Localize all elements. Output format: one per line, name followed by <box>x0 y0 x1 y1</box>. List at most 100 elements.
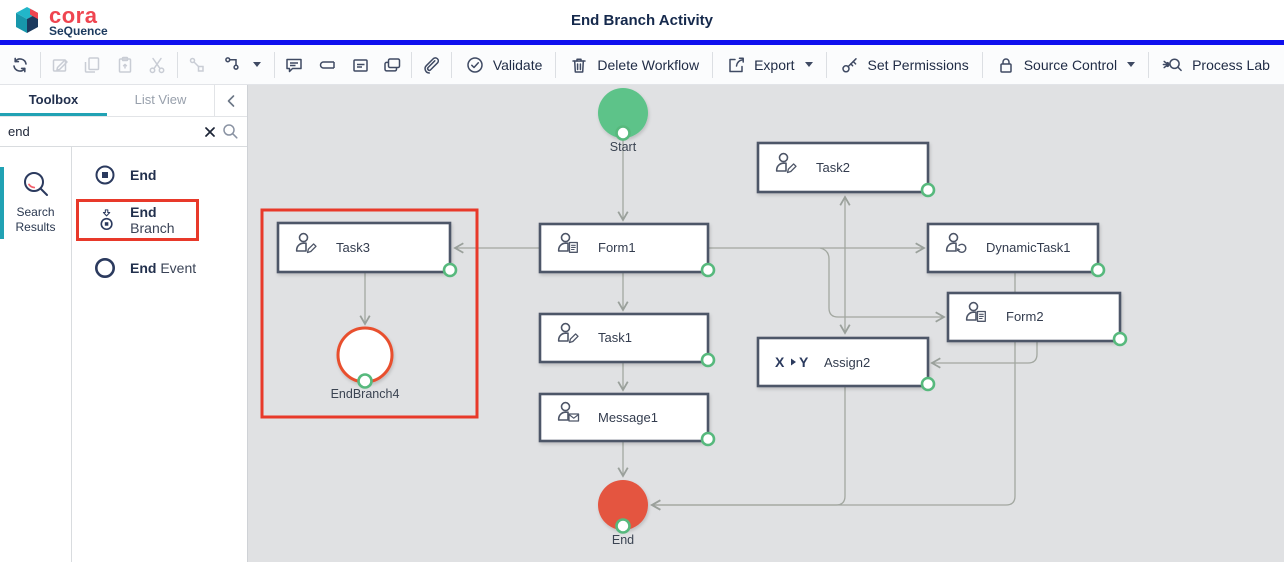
toolbar-separator <box>712 51 714 78</box>
validate-button[interactable]: Validate <box>455 45 553 85</box>
port[interactable] <box>700 352 716 368</box>
end-event-icon <box>95 258 115 278</box>
port[interactable] <box>700 431 716 447</box>
delete-workflow-label: Delete Workflow <box>597 56 700 73</box>
node-label: Task1 <box>598 330 632 345</box>
link-tool-button[interactable] <box>181 45 214 85</box>
node-end[interactable]: End <box>598 480 648 547</box>
port[interactable] <box>615 125 631 141</box>
edit-icon <box>52 58 68 72</box>
refresh-button[interactable] <box>4 45 37 85</box>
validate-label: Validate <box>492 56 543 73</box>
tab-toolbox[interactable]: Toolbox <box>0 85 107 116</box>
app-header: cora SeQuence End Branch Activity <box>0 0 1284 40</box>
node-start[interactable]: Start <box>598 88 648 154</box>
set-permissions-label: Set Permissions <box>867 56 969 73</box>
selection-rectangle[interactable] <box>260 208 479 419</box>
note-button[interactable] <box>343 45 376 85</box>
search-results-label-line1: Search <box>16 205 55 219</box>
search-results-label-line2: Results <box>15 219 56 234</box>
node-endbranch4[interactable]: EndBranch4 <box>331 326 400 401</box>
logo-cora-text: cora <box>49 3 98 28</box>
toolbox-item-end-event[interactable]: End Event <box>72 250 247 286</box>
node-form1[interactable]: Form1 <box>538 222 716 278</box>
toolbar-separator <box>274 51 276 78</box>
task-icon <box>775 152 797 174</box>
link-tool-icon <box>189 57 204 72</box>
toolbox-item-label: End Branch <box>130 204 175 236</box>
tab-list-view[interactable]: List View <box>134 92 187 107</box>
form-icon <box>557 232 578 253</box>
source-control-button[interactable]: Source Control <box>986 45 1145 85</box>
delete-workflow-button[interactable]: Delete Workflow <box>559 45 709 85</box>
toolbox-item-end[interactable]: End <box>72 157 247 193</box>
connector-tool-button[interactable] <box>213 45 271 85</box>
group-icon <box>384 57 401 72</box>
node-dynamictask1[interactable]: DynamicTask1 <box>926 222 1106 278</box>
port[interactable] <box>700 262 716 278</box>
connector-form2-assign2[interactable] <box>930 341 1038 369</box>
node-task2[interactable]: Task2 <box>756 141 936 198</box>
workflow-canvas[interactable]: Start Task2 Form1 <box>248 85 1284 562</box>
toolbox-item-label: End <box>130 167 157 183</box>
page-title: End Branch Activity <box>571 11 713 29</box>
port[interactable] <box>920 376 936 392</box>
process-lab-button[interactable]: Process Lab <box>1152 45 1280 85</box>
node-label: DynamicTask1 <box>986 240 1071 255</box>
node-assign2[interactable]: X Y Assign2 <box>756 336 936 392</box>
connector-form1-form2[interactable] <box>819 247 946 323</box>
connector-dynamictask1-end[interactable] <box>650 272 1016 511</box>
node-task1[interactable]: Task1 <box>538 312 716 368</box>
paperclip-icon <box>423 56 439 74</box>
process-lab-label: Process Lab <box>1192 56 1270 73</box>
copy-button[interactable] <box>76 45 109 85</box>
task-icon <box>295 232 317 254</box>
toolbox-search-results-list: End End Branch End Event <box>72 147 247 562</box>
assign-icon: X Y <box>775 354 809 370</box>
end-activity-icon <box>95 165 115 185</box>
search-results-category[interactable]: Search Results <box>0 169 71 235</box>
source-control-caret-icon <box>1127 62 1136 67</box>
node-label: Start <box>610 140 637 154</box>
paste-button[interactable] <box>109 45 142 85</box>
port[interactable] <box>1112 331 1128 347</box>
edit-button[interactable] <box>44 45 77 85</box>
cut-button[interactable] <box>141 45 174 85</box>
lock-icon <box>999 57 1012 73</box>
port[interactable] <box>1090 262 1106 278</box>
port[interactable] <box>615 518 631 534</box>
copy-icon <box>85 56 100 73</box>
toolbox-item-end-branch[interactable]: End Branch <box>76 199 199 241</box>
node-message1[interactable]: Message1 <box>538 392 716 447</box>
node-label: EndBranch4 <box>331 387 400 401</box>
note-icon <box>352 58 368 72</box>
form-icon <box>965 301 986 322</box>
toolbar-separator <box>39 51 41 78</box>
port[interactable] <box>920 182 936 198</box>
port[interactable] <box>357 373 373 389</box>
collapse-sidebar-button[interactable] <box>215 85 247 116</box>
clear-search-icon[interactable] <box>203 125 217 139</box>
node-label: Assign2 <box>824 355 870 370</box>
set-permissions-button[interactable]: Set Permissions <box>830 45 979 85</box>
export-button[interactable]: Export <box>716 45 822 85</box>
comment-button[interactable] <box>278 45 311 85</box>
group-button[interactable] <box>376 45 409 85</box>
paste-icon <box>118 56 132 73</box>
search-results-icon <box>23 172 48 196</box>
toolbox-search-input[interactable] <box>8 124 198 139</box>
search-icon[interactable] <box>222 123 239 140</box>
tabs-divider <box>214 85 215 116</box>
logo-sequence-text: SeQuence <box>49 24 108 38</box>
port[interactable] <box>442 262 458 278</box>
rail-active-indicator <box>0 167 4 239</box>
toolbar: Validate Delete Workflow Export Set Perm… <box>0 45 1284 85</box>
node-form2[interactable]: Form2 <box>946 291 1128 347</box>
dynamic-task-icon <box>945 232 967 253</box>
connector-assign2-end[interactable] <box>650 386 846 511</box>
node-label: Task2 <box>816 160 850 175</box>
node-task3[interactable]: Task3 <box>276 221 458 278</box>
connector-tool-icon <box>225 56 239 70</box>
annotation-button[interactable] <box>311 45 344 85</box>
attach-button[interactable] <box>415 45 448 85</box>
